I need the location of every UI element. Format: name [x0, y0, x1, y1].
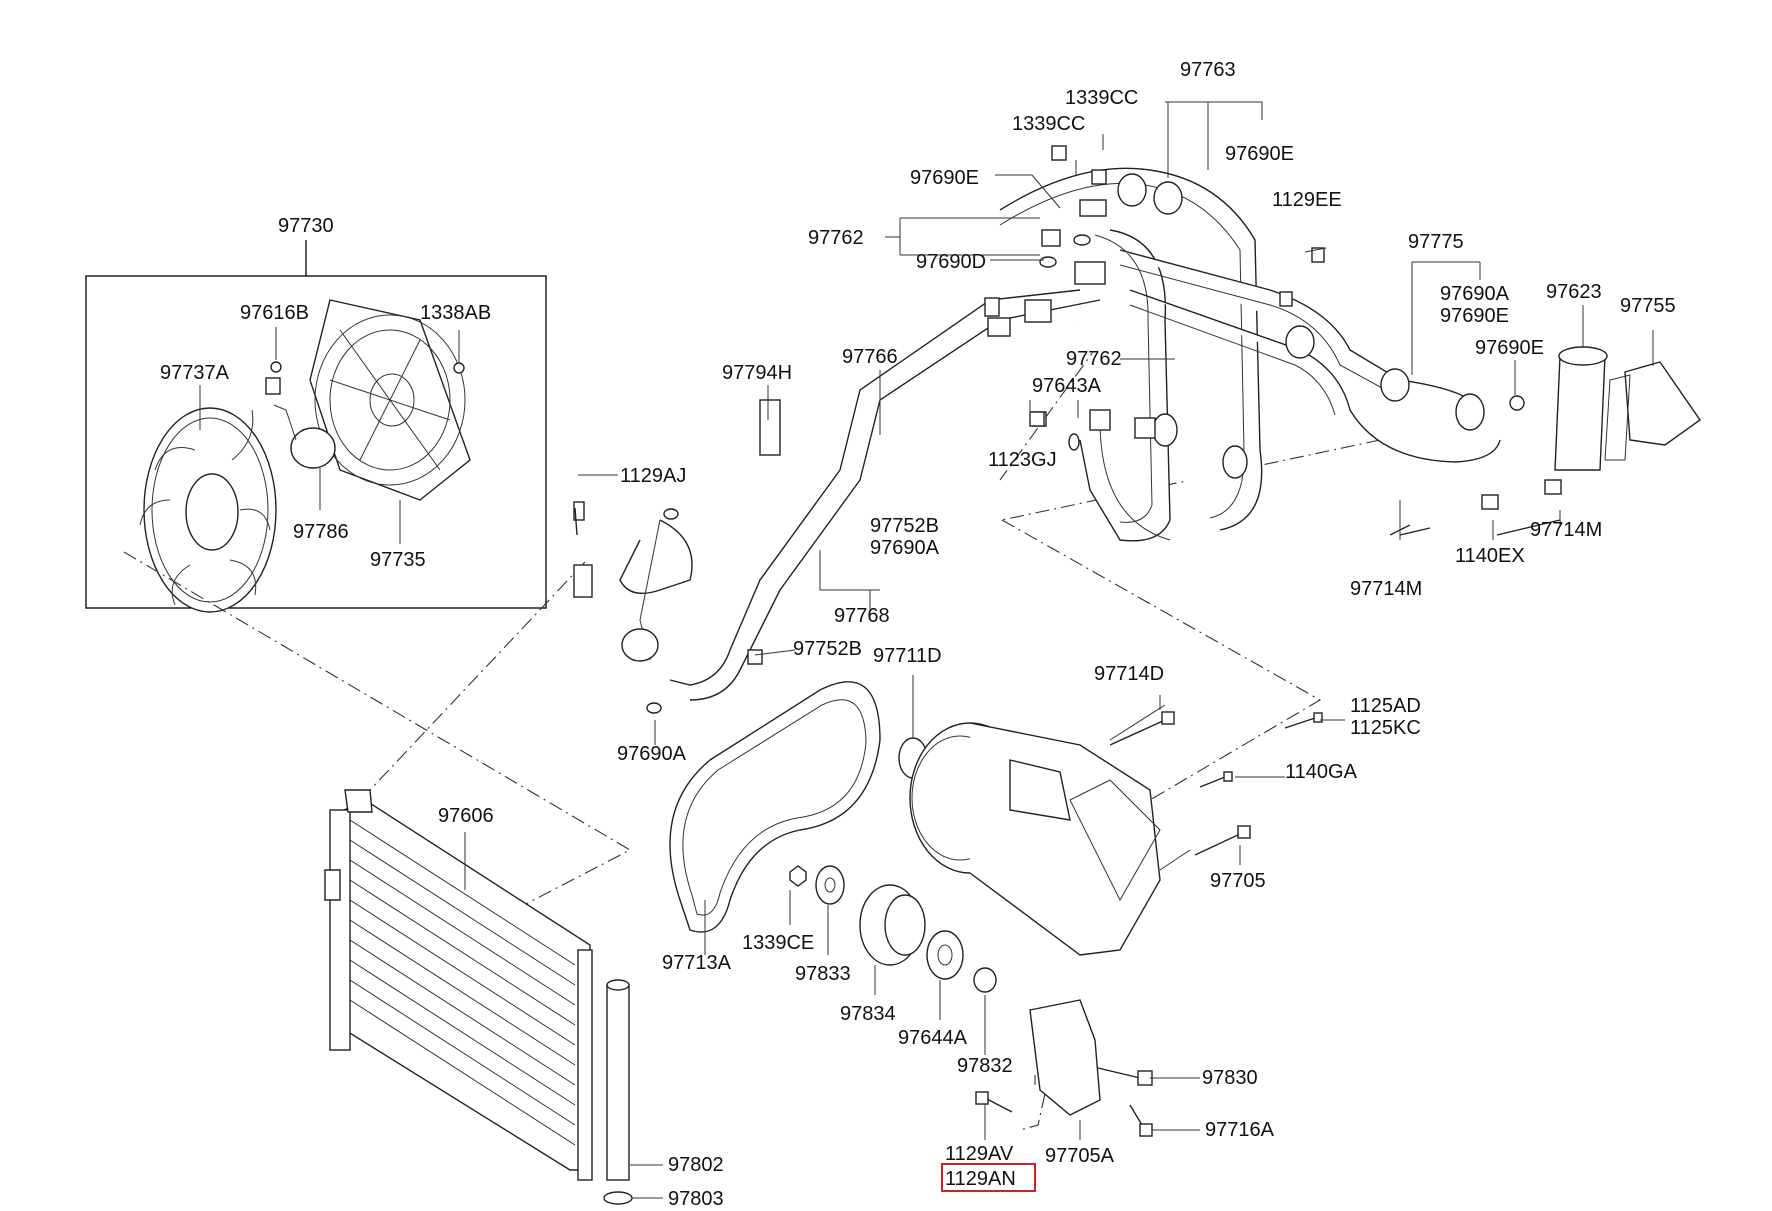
nut-97616b[interactable] [270, 361, 282, 373]
label-1125AD[interactable]: 1125AD [1350, 695, 1421, 717]
label-97735[interactable]: 97735 [370, 549, 426, 571]
label-97768[interactable]: 97768 [834, 605, 890, 627]
label-97752B-a[interactable]: 97752B [870, 515, 939, 537]
label-97690E-b[interactable]: 97690E [910, 167, 979, 189]
label-1129AV[interactable]: 1129AV [945, 1143, 1014, 1165]
label-97762-b[interactable]: 97762 [1066, 348, 1122, 370]
label-1339CC-b[interactable]: 1339CC [1012, 113, 1085, 135]
label-97775[interactable]: 97775 [1408, 231, 1464, 253]
label-97833[interactable]: 97833 [795, 963, 851, 985]
pulley-parts[interactable] [789, 865, 1101, 1116]
label-97714M-b[interactable]: 97714M [1530, 519, 1602, 541]
condenser[interactable] [324, 789, 593, 1181]
highlight-box [941, 1163, 1036, 1192]
label-1338AB[interactable]: 1338AB [420, 302, 491, 324]
label-97716A[interactable]: 97716A [1205, 1119, 1275, 1141]
label-97643A[interactable]: 97643A [1032, 375, 1102, 397]
ac-compressor[interactable] [909, 704, 1191, 956]
label-1123GJ[interactable]: 1123GJ [988, 449, 1057, 471]
label-1129EE[interactable]: 1129EE [1272, 189, 1342, 211]
label-97730[interactable]: 97730 [278, 215, 334, 237]
label-97690D[interactable]: 97690D [916, 251, 986, 273]
label-97711D[interactable]: 97711D [873, 645, 942, 667]
label-97623[interactable]: 97623 [1546, 281, 1602, 303]
label-97690A-c[interactable]: 97690A [617, 743, 687, 765]
label-1339CE[interactable]: 1339CE [742, 932, 814, 954]
label-97755[interactable]: 97755 [1620, 295, 1676, 317]
label-97705[interactable]: 97705 [1210, 870, 1266, 892]
label-97802[interactable]: 97802 [668, 1154, 724, 1176]
fan-blade[interactable] [139, 407, 277, 613]
label-97752B-b[interactable]: 97752B [793, 638, 862, 660]
small-fittings[interactable] [573, 145, 1525, 714]
fan-motor[interactable] [265, 377, 336, 469]
fan-shroud[interactable] [309, 299, 471, 501]
label-97606[interactable]: 97606 [438, 805, 494, 827]
label-1129AN[interactable]: 1129AN [945, 1168, 1016, 1190]
label-97786[interactable]: 97786 [293, 521, 349, 543]
label-97713A[interactable]: 97713A [662, 952, 732, 974]
label-97690A-b[interactable]: 97690A [870, 537, 940, 559]
label-97737A[interactable]: 97737A [160, 362, 230, 384]
label-1339CC-a[interactable]: 1339CC [1065, 87, 1138, 109]
bolts[interactable] [574, 411, 1323, 1137]
label-97714D[interactable]: 97714D [1094, 663, 1164, 685]
label-97803[interactable]: 97803 [668, 1188, 724, 1210]
label-1140EX[interactable]: 1140EX [1455, 545, 1525, 567]
label-97763[interactable]: 97763 [1180, 59, 1236, 81]
label-1129AJ[interactable]: 1129AJ [620, 465, 686, 487]
label-97794H[interactable]: 97794H [722, 362, 792, 384]
label-97830[interactable]: 97830 [1202, 1067, 1258, 1089]
label-97690E-d[interactable]: 97690E [1475, 337, 1544, 359]
label-1125KC[interactable]: 1125KC [1350, 717, 1421, 739]
label-1140GA[interactable]: 1140GA [1285, 761, 1358, 783]
nut-1338ab[interactable] [453, 362, 465, 374]
condenser-drier-tube[interactable] [603, 979, 633, 1205]
leader-lines [464, 101, 1654, 1199]
label-97705A[interactable]: 97705A [1045, 1145, 1115, 1167]
label-97690A-a[interactable]: 97690A [1440, 283, 1510, 305]
label-97762-a[interactable]: 97762 [808, 227, 864, 249]
label-97616B[interactable]: 97616B [240, 302, 309, 324]
label-97714M-a[interactable]: 97714M [1350, 578, 1422, 600]
label-97766[interactable]: 97766 [842, 346, 898, 368]
label-97690E-c[interactable]: 97690E [1440, 305, 1509, 327]
receiver-drier[interactable] [1389, 346, 1701, 536]
refrigerant-pipes[interactable] [619, 167, 1501, 701]
fan-assembly-group [85, 240, 547, 613]
label-97834[interactable]: 97834 [840, 1003, 896, 1025]
label-97832[interactable]: 97832 [957, 1055, 1013, 1077]
label-97690E-a[interactable]: 97690E [1225, 143, 1294, 165]
part-labels: 97730 97616B 1338AB 97737A 97786 97735 9… [160, 59, 1676, 1210]
label-97644A[interactable]: 97644A [898, 1027, 968, 1049]
